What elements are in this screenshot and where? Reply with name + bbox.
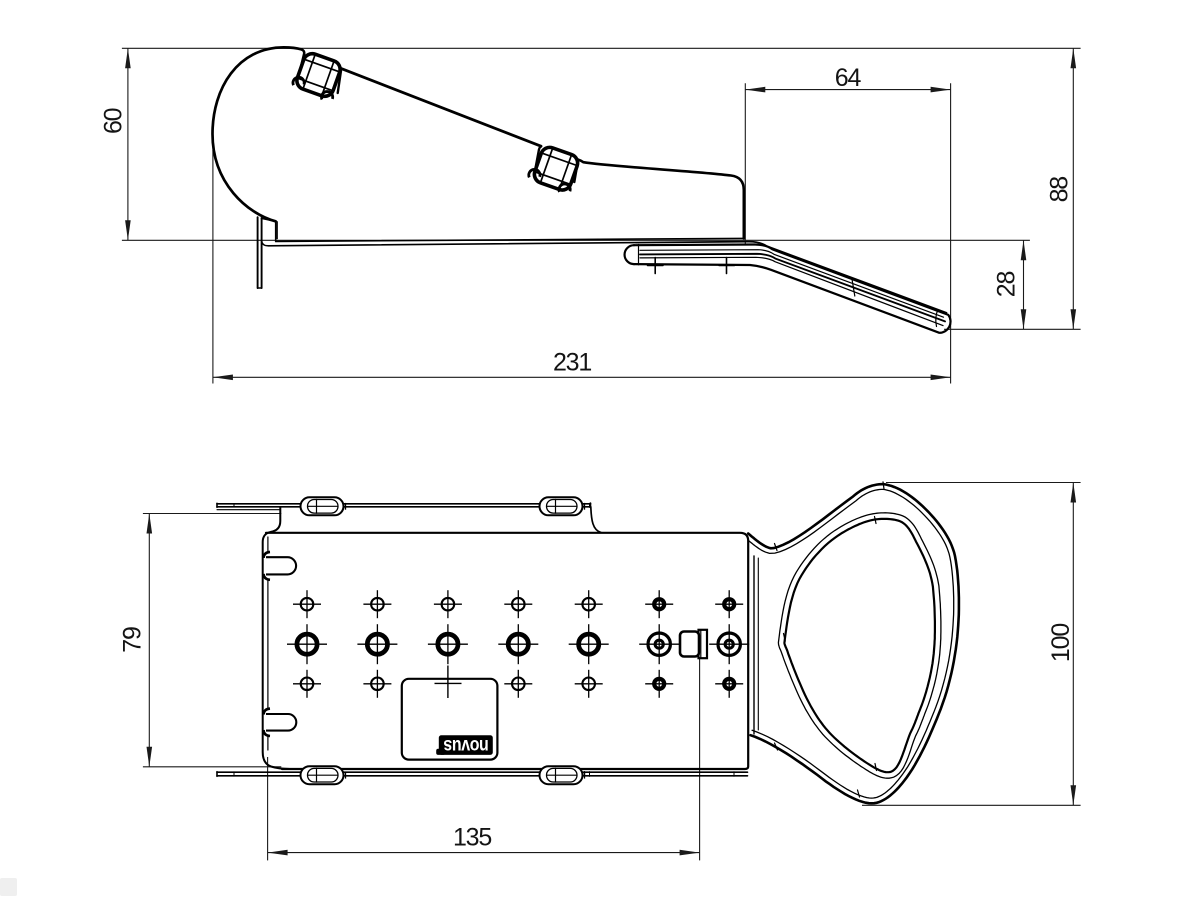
svg-text:60: 60 [100,108,128,134]
svg-text:100: 100 [1047,624,1075,662]
svg-text:64: 64 [835,64,862,92]
svg-text:79: 79 [119,627,147,653]
svg-text:28: 28 [993,272,1021,298]
svg-text:135: 135 [453,824,491,852]
svg-text:novus: novus [444,735,489,756]
svg-text:88: 88 [1046,177,1074,203]
svg-text:231: 231 [553,349,591,377]
